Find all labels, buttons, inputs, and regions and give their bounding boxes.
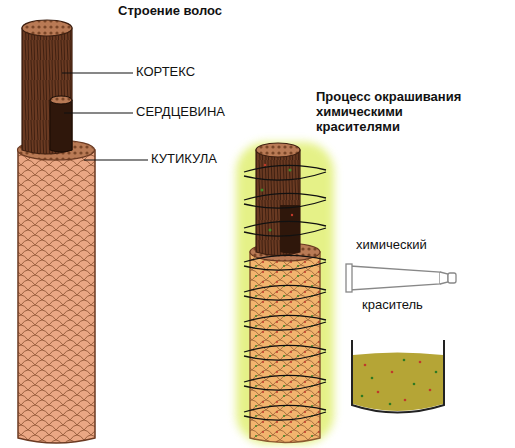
leader-lines: [62, 73, 148, 160]
dyed-hair: [236, 142, 334, 444]
part-label: СЕРДЦЕВИНА: [136, 105, 256, 120]
dye-tube: [346, 264, 456, 292]
item-label: химический: [356, 238, 466, 253]
figure-heading: Процесс окрашивания химическими красител…: [316, 90, 486, 135]
part-label: КОРТЕКС: [136, 65, 246, 80]
dye-bowl: [352, 340, 444, 413]
figure-heading: Строение волос: [118, 4, 278, 19]
item-label: краситель: [362, 298, 462, 313]
part-label: КУТИКУЛА: [151, 152, 261, 167]
hair-structure: [18, 20, 96, 443]
